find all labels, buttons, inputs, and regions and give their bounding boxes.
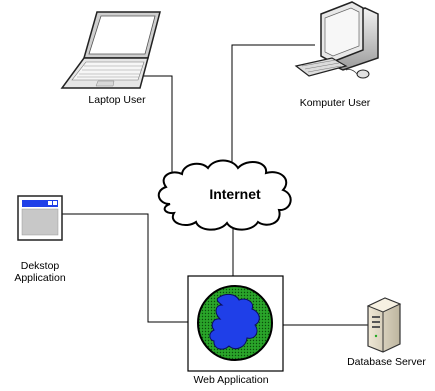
line-laptop-internet [140, 75, 173, 176]
database-server-icon [366, 297, 402, 353]
database-server-label: Database Server [347, 356, 426, 368]
laptop-icon [60, 11, 161, 89]
komputer-icon [294, 1, 379, 79]
dekstop-application-label: Dekstop Application [14, 260, 66, 284]
web-application-icon [187, 275, 284, 372]
internet-label: Internet [209, 186, 261, 202]
komputer-user-label: Komputer User [299, 97, 371, 109]
web-application-label: Web Application [193, 374, 269, 386]
line-dekstop-web [62, 213, 188, 323]
dekstop-app-icon [17, 195, 63, 241]
connection-lines [62, 44, 368, 326]
internet-cloud [157, 159, 292, 231]
laptop-user-label: Laptop User [88, 94, 146, 106]
line-komputer-internet [231, 44, 315, 170]
